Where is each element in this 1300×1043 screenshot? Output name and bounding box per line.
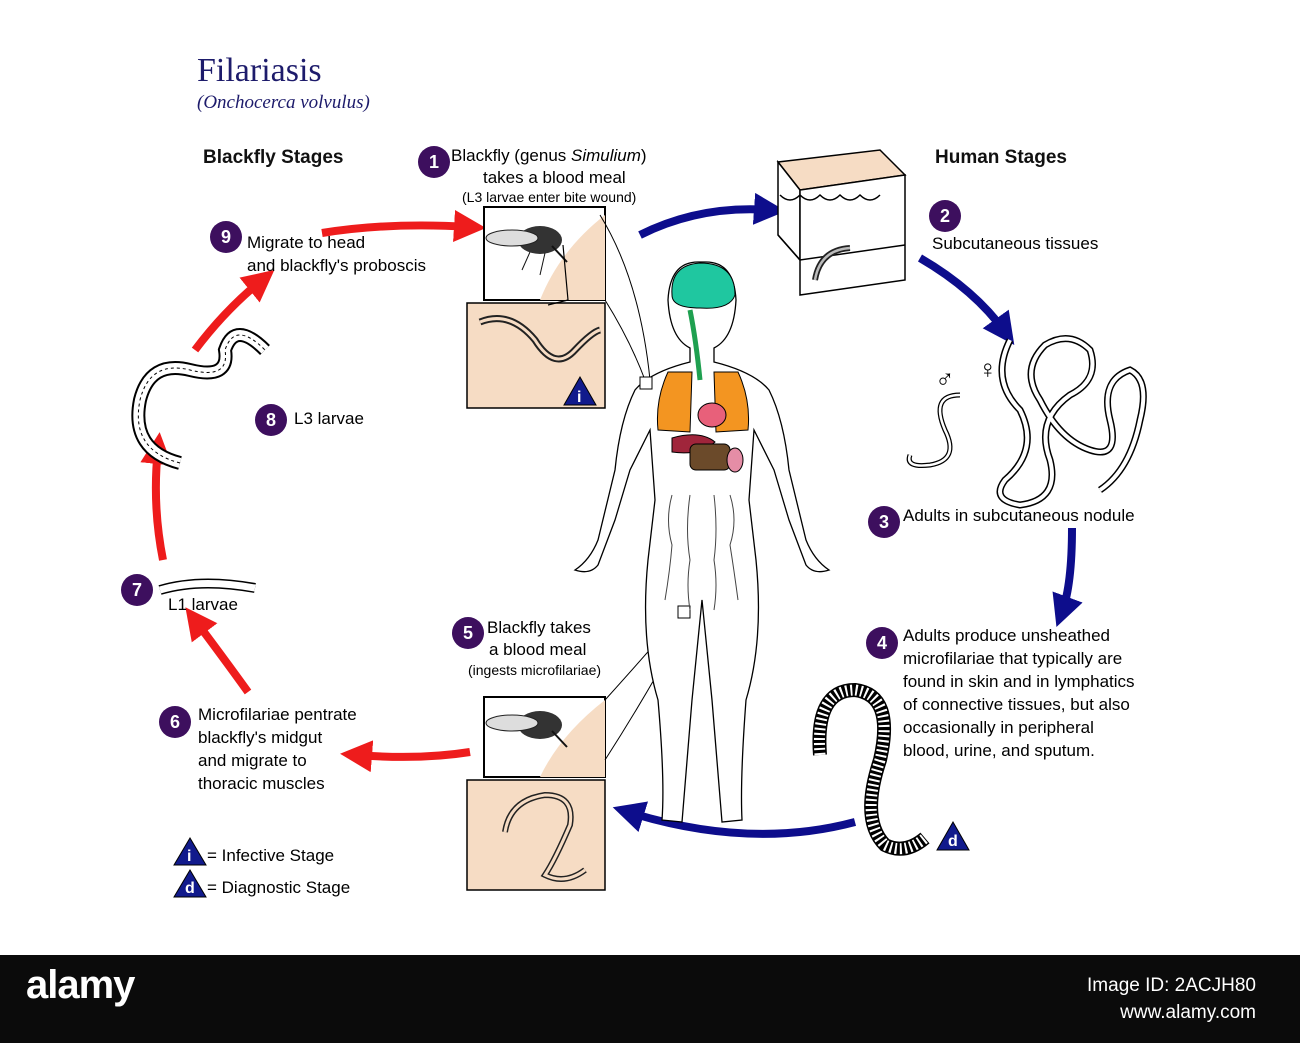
step-4-line5: occasionally in peripheral <box>903 718 1094 737</box>
step-6-line3: and migrate to <box>198 751 307 770</box>
blackfly-stages-heading: Blackfly Stages <box>203 147 344 168</box>
step-5-line3: (ingests microfilariae) <box>468 662 602 678</box>
watermark-site: www.alamy.com <box>1120 1002 1256 1023</box>
bite-site-marker-top <box>639 376 653 390</box>
step-1-line2: takes a blood meal <box>483 168 626 187</box>
page-subtitle: (Onchocerca volvulus) <box>197 92 370 113</box>
watermark-logo: alamy <box>26 963 135 1007</box>
step-9-line1: Migrate to head <box>247 233 366 252</box>
step-1-text-c: ) <box>640 146 647 165</box>
heart <box>697 402 727 428</box>
step-4-badge: 4 <box>866 627 898 659</box>
step-2-badge: 2 <box>929 200 961 232</box>
step-4-line1: Adults produce unsheathed <box>903 626 1110 645</box>
blackfly-bite-panel-top <box>483 206 606 301</box>
step-4-line4: of connective tissues, but also <box>903 695 1130 714</box>
infective-stage-triangle-panel <box>563 375 597 406</box>
step-5-line2: a blood meal <box>489 640 587 659</box>
watermark-id: Image ID: 2ACJH80 www.alamy.com <box>1087 972 1256 1026</box>
microfilaria-panel <box>466 779 606 891</box>
step-6-line4: thoracic muscles <box>198 774 325 793</box>
watermark-image-id: Image ID: 2ACJH80 <box>1087 975 1256 996</box>
human-body-illustration <box>573 261 831 823</box>
lymphatic-vessels <box>664 494 739 611</box>
arrow-7-to-8 <box>140 432 173 561</box>
step-7-badge: 7 <box>121 574 153 606</box>
step-3-badge: 3 <box>868 506 900 538</box>
page-title: Filariasis <box>197 52 322 89</box>
step-4-line6: blood, urine, and sputum. <box>903 741 1095 760</box>
kidney <box>726 447 744 473</box>
bite-site-marker-bottom <box>677 605 691 619</box>
adult-worms <box>906 335 1147 509</box>
intestines <box>689 443 731 471</box>
diagnostic-letter-drawing: d <box>948 833 958 850</box>
step-5-line1: Blackfly takes <box>487 618 591 637</box>
female-symbol: ♀ <box>978 354 998 384</box>
step-8-text: L3 larvae <box>294 409 364 428</box>
arrow-2-to-3 <box>917 254 1015 346</box>
arrow-4-to-5 <box>612 801 857 838</box>
l1-larva-drawing <box>158 578 256 595</box>
male-symbol: ♂ <box>935 364 955 394</box>
step-1-text-a: Blackfly (genus <box>451 146 571 165</box>
brain <box>671 262 736 309</box>
l3-larva-drawing <box>131 328 270 470</box>
human-stages-heading: Human Stages <box>935 147 1067 168</box>
legend-infective-label: = Infective Stage <box>207 846 335 865</box>
legend-diagnostic-letter: d <box>185 880 195 897</box>
legend-triangle-infective <box>173 837 207 866</box>
watermark-bar <box>0 955 1300 1043</box>
step-9-line2: and blackfly's proboscis <box>247 256 426 275</box>
step-6-line1: Microfilariae pentrate <box>198 705 357 724</box>
skin-tissue-block <box>776 149 907 296</box>
microfilaria-diagnostic <box>812 682 930 856</box>
arrow-6-to-7 <box>185 607 252 695</box>
step-6-line2: blackfly's midgut <box>198 728 323 747</box>
step-3-text: Adults in subcutaneous nodule <box>903 506 1135 525</box>
step-1-badge: 1 <box>418 146 450 178</box>
legend-triangle-diagnostic <box>173 869 207 898</box>
blackfly-bite-panel-bottom <box>483 696 606 778</box>
arrow-5-to-6 <box>340 740 471 773</box>
arrow-9-to-1 <box>321 210 486 242</box>
step-6-badge: 6 <box>159 706 191 738</box>
arrow-1-to-2 <box>638 192 786 239</box>
step-8-badge: 8 <box>255 404 287 436</box>
arrow-3-to-4 <box>1052 527 1083 628</box>
step-7-text: L1 larvae <box>168 595 238 614</box>
infective-letter-panel: i <box>577 389 582 406</box>
step-1-line1: Blackfly (genus Simulium) <box>451 145 647 167</box>
legend-diagnostic-label: = Diagnostic Stage <box>207 878 351 897</box>
arrow-8-to-9 <box>191 269 275 353</box>
step-4-line3: found in skin and in lymphatics <box>903 672 1135 691</box>
step-5-badge: 5 <box>452 617 484 649</box>
step-1-genus: Simulium <box>571 146 641 165</box>
step-4-line2: microfilariae that typically are <box>903 649 1123 668</box>
esophagus <box>687 309 703 381</box>
step-1-line3: (L3 larvae enter bite wound) <box>462 189 637 205</box>
step-9-badge: 9 <box>210 221 242 253</box>
step-2-text: Subcutaneous tissues <box>932 234 1099 253</box>
diagnostic-stage-triangle-drawing <box>936 820 970 851</box>
legend-infective-letter: i <box>187 848 192 865</box>
